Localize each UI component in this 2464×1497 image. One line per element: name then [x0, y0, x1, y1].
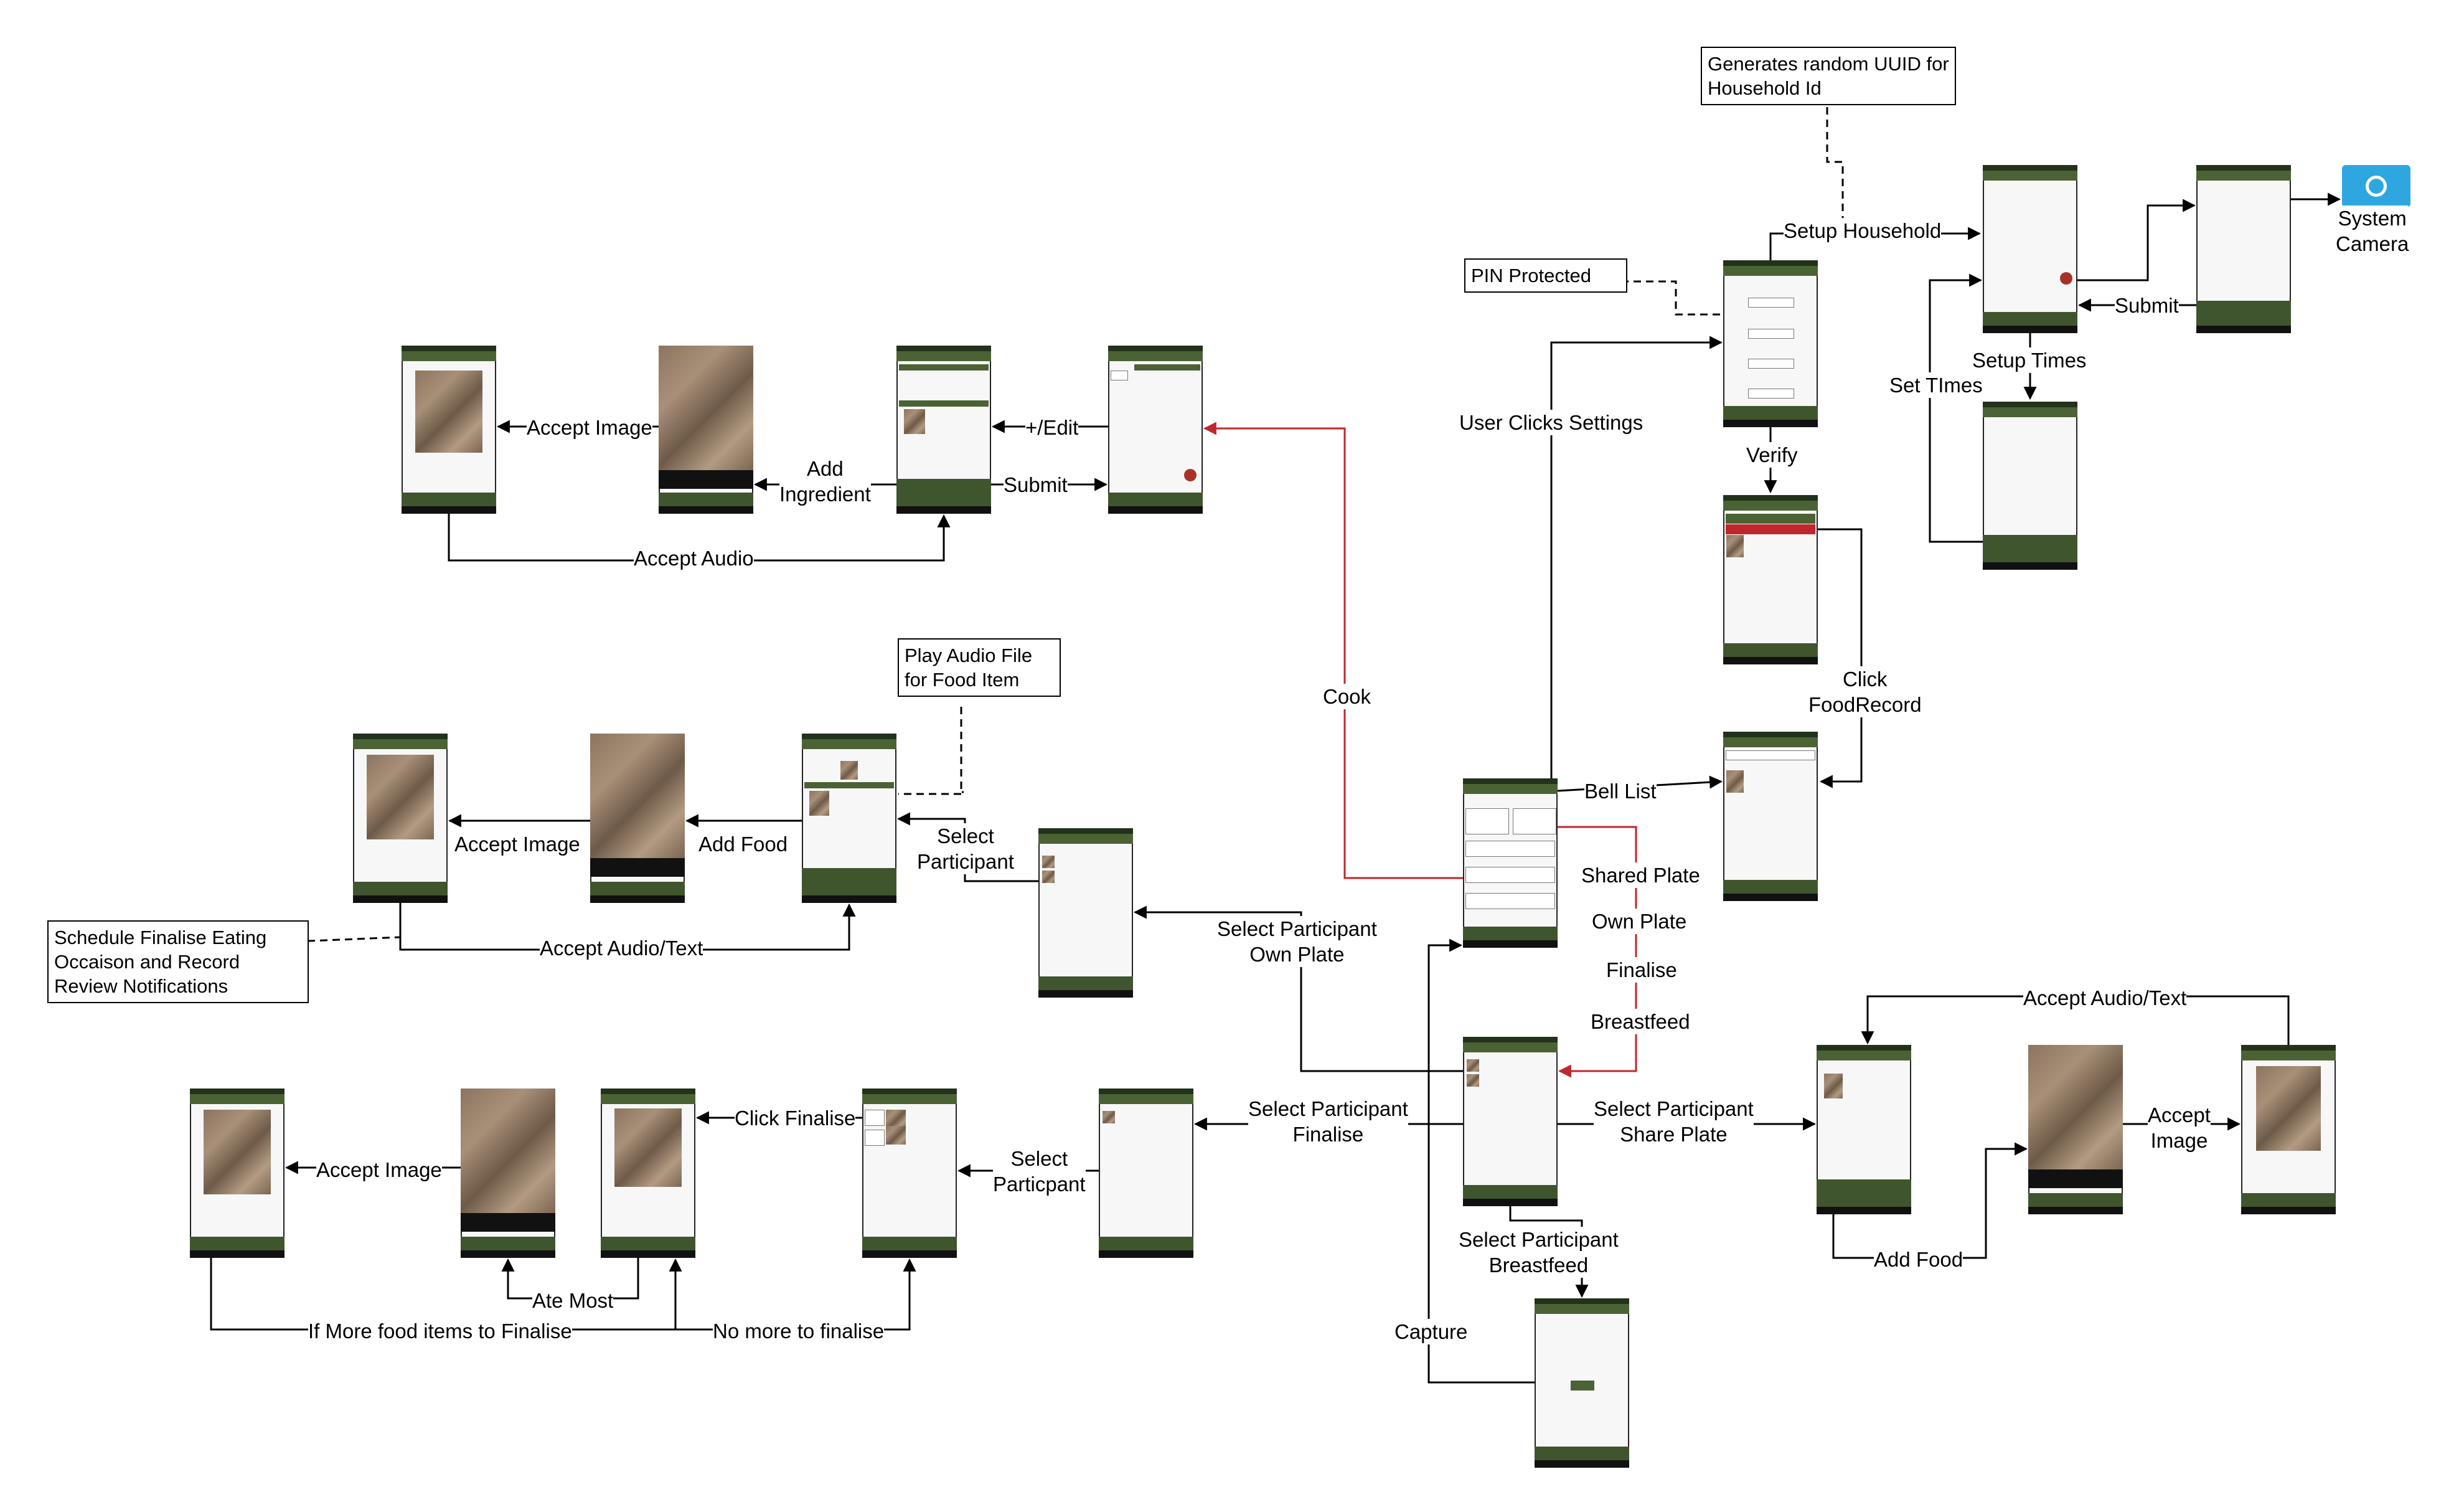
screen-alert-schedule: [1983, 402, 2077, 570]
label-add-food-right: Add Food: [1874, 1247, 1963, 1272]
label-accept-audio: Accept Audio: [634, 545, 754, 571]
label-click-foodrecord: Click FoodRecord: [1808, 666, 1922, 717]
screen-record-audio-mid: [353, 734, 448, 903]
screen-record-audio-top: [402, 346, 496, 514]
edge-click-foodrecord: [1818, 529, 1861, 782]
label-select-particpant: Select Particpant: [993, 1146, 1086, 1197]
label-select-participant-mid: Select Participant: [917, 823, 1014, 874]
edge-set-times: [1930, 280, 1983, 542]
label-bell-list: Bell List: [1584, 778, 1657, 804]
screen-select-person-main: [1463, 1037, 1558, 1206]
label-click-finalise: Click Finalise: [735, 1105, 855, 1131]
label-accept-image-top: Accept Image: [527, 415, 652, 440]
screen-record-audio-right: [2241, 1045, 2336, 1214]
label-add-food-mid: Add Food: [698, 831, 788, 857]
label-own-plate: Own Plate: [1592, 909, 1686, 934]
note-uuid: Generates random UUID for Household Id: [1701, 47, 1956, 105]
screen-bell-list: [1723, 732, 1818, 901]
edge-user-clicks-settings: [1551, 342, 1721, 778]
screen-home: [1463, 778, 1558, 948]
screen-select-eating-occasion: [862, 1089, 957, 1258]
label-finalise: Finalise: [1606, 957, 1677, 983]
screen-record-audio-bottom: [190, 1089, 284, 1258]
label-accept-audio-text-mid: Accept Audio/Text: [540, 935, 703, 961]
label-setup-times: Setup Times: [1972, 347, 2086, 373]
label-setup-household: Setup Household: [1784, 218, 1941, 243]
screen-camera-top: [659, 346, 753, 514]
label-accept-image-right: Accept Image: [2148, 1102, 2211, 1153]
note-pin-protected: PIN Protected: [1464, 258, 1627, 293]
label-submit-household: Submit: [2115, 293, 2179, 318]
screen-finalise-food-item: [601, 1089, 695, 1258]
screen-setup-household: [1983, 165, 2077, 333]
screen-camera-right: [2028, 1045, 2123, 1214]
label-user-clicks-settings: User Clicks Settings: [1459, 410, 1643, 435]
label-no-more: No more to finalise: [713, 1318, 884, 1344]
label-cook: Cook: [1323, 684, 1371, 709]
dash-uuid: [1827, 95, 1843, 229]
label-capture: Capture: [1394, 1319, 1467, 1344]
label-accept-image-bottom: Accept Image: [316, 1157, 442, 1183]
screen-shared-plate: [1817, 1045, 1911, 1214]
label-select-participant-share: Select Participant Share Plate: [1594, 1096, 1754, 1147]
note-play-audio: Play Audio File for Food Item: [898, 638, 1061, 697]
label-set-times: Set TImes: [1889, 372, 1983, 398]
screen-settings: [1723, 260, 1818, 427]
label-edit: +/Edit: [1025, 415, 1078, 440]
screen-eating-occasion: [802, 734, 896, 903]
label-breastfeed: Breastfeed: [1591, 1009, 1690, 1034]
screen-add-recipe: [1108, 346, 1203, 514]
screen-camera-bottom: [461, 1089, 555, 1258]
screen-select-person-own: [1038, 828, 1133, 998]
label-add-ingredient: Add Ingredient: [779, 456, 871, 507]
screen-create-household-member: [2196, 165, 2291, 333]
label-select-participant-finalise: Select Participant Finalise: [1248, 1096, 1408, 1147]
label-submit-recipe: Submit: [1004, 472, 1068, 498]
label-if-more: If More food items to Finalise: [308, 1318, 572, 1344]
screen-verify: [1723, 495, 1818, 664]
label-verify: Verify: [1746, 442, 1798, 468]
note-schedule: Schedule Finalise Eating Occaison and Re…: [47, 920, 309, 1003]
label-accept-image-mid: Accept Image: [454, 831, 580, 857]
label-shared-plate: Shared Plate: [1581, 862, 1700, 888]
edge-cook: [1205, 428, 1463, 878]
label-accept-audio-text-right: Accept Audio/Text: [2023, 985, 2186, 1011]
screen-create-recipe: [896, 346, 991, 514]
label-ate-most: Ate Most: [532, 1288, 613, 1313]
edge-setup-household-submit: [2077, 205, 2194, 280]
label-select-participant-breastfeed: Select Participant Breastfeed: [1459, 1227, 1619, 1278]
camera-icon: [2342, 165, 2410, 207]
camera-label: System Camera: [2336, 205, 2409, 257]
screen-breastfeed: [1535, 1298, 1629, 1468]
dash-schedule: [295, 937, 400, 942]
screen-select-person-finalise: [1099, 1089, 1193, 1258]
label-select-participant-own: Select Participant Own Plate: [1217, 916, 1377, 967]
dash-play-audio-link: [898, 707, 961, 794]
screen-camera-mid: [590, 734, 685, 903]
dash-pin: [1621, 281, 1721, 314]
